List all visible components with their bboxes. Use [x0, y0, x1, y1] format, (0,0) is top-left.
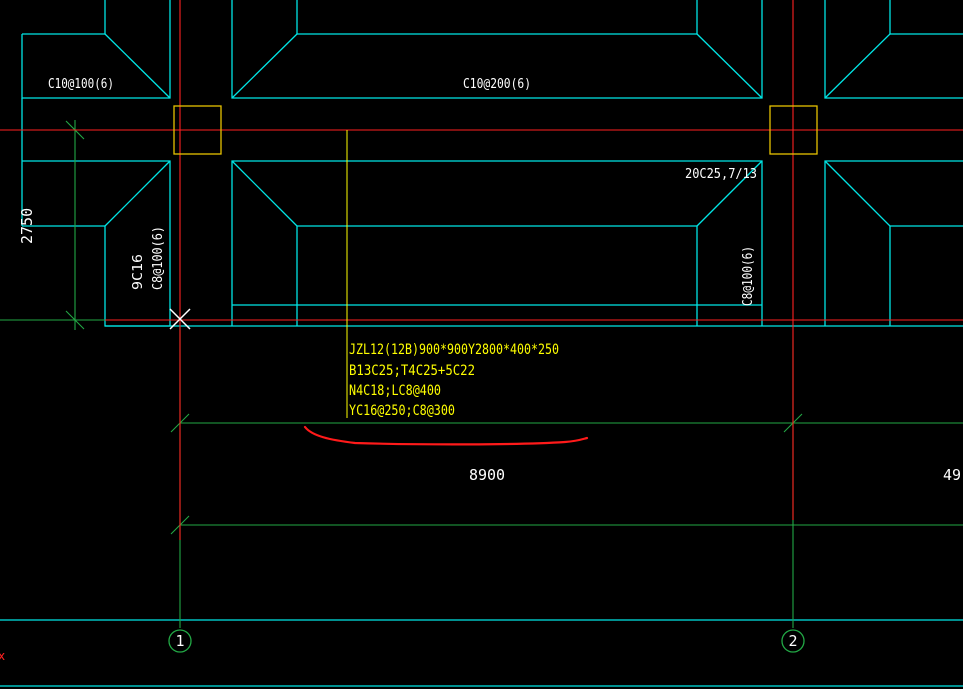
axis-bubble-2[interactable]: 2	[781, 629, 805, 653]
column-left	[173, 105, 222, 155]
outline-left-top-a	[22, 0, 106, 35]
outline-right-top-inner	[889, 0, 963, 35]
vertical-label-c[interactable]: C8@100(6)	[741, 246, 756, 306]
beam-spec-line-4: YC16@250;C8@300	[349, 403, 455, 419]
beam-spec-line-2: B13C25;T4C25+5C22	[349, 363, 475, 379]
outline-left-top-diag	[104, 33, 171, 99]
outline-right-low-inner	[889, 225, 963, 326]
stray-marker: x	[0, 649, 5, 663]
axis-lines	[0, 0, 963, 540]
dim-tick-bottom	[65, 310, 85, 330]
outline-mid-low	[231, 160, 763, 326]
outline-mid-low-inner	[296, 225, 698, 326]
left-dimension-label[interactable]: 2750	[18, 208, 36, 244]
outline-left-low-diag	[104, 160, 171, 227]
outline-right-top	[824, 0, 963, 99]
span-dimension-right-label[interactable]: 49	[943, 466, 961, 484]
outline-right-top-diag	[824, 33, 891, 99]
beam-spec-line-3: N4C18;LC8@400	[349, 383, 441, 399]
stirrup-label-mid[interactable]: C10@200(6)	[463, 77, 531, 92]
outline-right-low	[824, 160, 963, 326]
outline-mid-low-diag-r	[696, 160, 763, 227]
column-right	[769, 105, 818, 155]
columns	[173, 105, 818, 155]
beam-spec-line-1: JZL12(12B)900*900Y2800*400*250	[349, 342, 559, 358]
stirrup-label-left[interactable]: C10@100(6)	[48, 77, 114, 92]
outline-mid-top-diag-l	[231, 33, 298, 99]
outline-mid-low-diag-l	[231, 160, 298, 227]
markup-underline	[303, 425, 589, 446]
vertical-label-b[interactable]: C8@100(6)	[151, 226, 166, 290]
beam-annotation[interactable]: JZL12(12B)900*900Y2800*400*250 B13C25;T4…	[349, 342, 559, 419]
outline-right-low-diag	[824, 160, 891, 227]
dimension-lines	[0, 120, 963, 628]
outline-mid-top-inner	[296, 0, 698, 35]
axis-label-1: 1	[175, 632, 184, 650]
cursor-crosshair	[169, 308, 191, 330]
bar-note-label[interactable]: 20C25,7/13	[685, 167, 757, 182]
span-dimension-label[interactable]: 8900	[469, 466, 505, 484]
axis-bubble-1[interactable]: 1	[168, 629, 192, 653]
outline-left-top-b	[21, 0, 171, 99]
outline-mid-top-diag-r	[696, 33, 763, 99]
outline-mid-top	[231, 0, 763, 99]
vertical-label-a[interactable]: 9C16	[131, 254, 146, 290]
outline-left-low	[22, 160, 171, 327]
axis-label-2: 2	[788, 632, 797, 650]
